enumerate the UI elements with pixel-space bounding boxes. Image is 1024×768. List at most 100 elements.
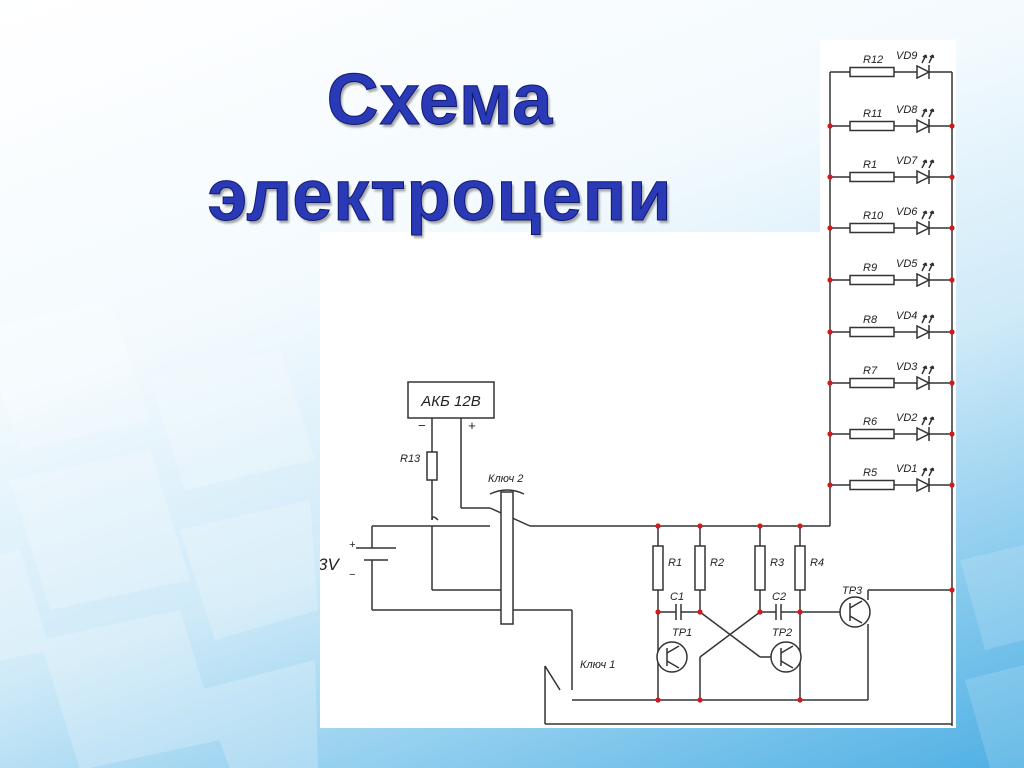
key1-label: Ключ 1: [580, 659, 615, 671]
resistor-label-R1: R1: [668, 557, 682, 569]
transistor-TP1-collector: [666, 645, 680, 654]
r13-label: R13: [400, 453, 421, 465]
battery-minus-label: −: [418, 418, 426, 433]
led-light-arrow: [928, 416, 935, 426]
junction-node: [827, 277, 833, 283]
slide-title-line2: электроцепи: [207, 156, 673, 236]
led-light-arrow: [928, 108, 935, 118]
resistor-label: R5: [863, 467, 878, 479]
led-light-arrow: [921, 467, 928, 477]
resistor-R6: [849, 428, 895, 440]
led-light-arrow: [921, 365, 928, 375]
resistor-R8: [849, 326, 895, 338]
led-light-arrow: [928, 54, 935, 64]
resistor-R1: [652, 545, 664, 591]
diode-label: VD9: [896, 50, 917, 62]
junction-node: [827, 431, 833, 437]
led-VD5: [916, 272, 931, 288]
resistor-label: R10: [863, 210, 884, 222]
diode-label: VD7: [896, 155, 918, 167]
junction-node: [697, 609, 703, 615]
junction-node: [655, 523, 661, 529]
resistor-R5: [849, 479, 895, 491]
diode-label: VD4: [896, 310, 917, 322]
transistor-TP3-collector: [849, 600, 863, 609]
led-light-arrow: [928, 210, 935, 220]
battery-box: [407, 381, 495, 419]
junction-node: [949, 380, 955, 386]
led-VD3: [916, 375, 931, 391]
led-light-arrow: [921, 314, 928, 324]
junction-node: [797, 609, 803, 615]
capacitor-C2-label: C2: [772, 591, 786, 603]
slide-title-line1: Схема: [326, 60, 554, 140]
junction-node: [827, 482, 833, 488]
transistor-TP3-emitter: [849, 615, 863, 624]
led-light-arrow: [928, 159, 935, 169]
source-minus-label: −: [349, 569, 356, 581]
led-VD6: [916, 220, 931, 236]
junction-node: [757, 523, 763, 529]
led-light-arrow: [921, 54, 928, 64]
junction-node: [827, 123, 833, 129]
led-VD7: [916, 169, 931, 185]
junction-node: [949, 225, 955, 231]
junction-node: [655, 697, 661, 703]
resistor-label: R7: [863, 365, 878, 377]
source-label: 3V: [320, 555, 340, 574]
transistor-TP1-label: TP1: [672, 627, 692, 639]
diode-label: VD2: [896, 412, 917, 424]
junction-node: [797, 697, 803, 703]
junction-node: [827, 380, 833, 386]
key2-cap: [489, 489, 525, 495]
resistor-R1: [849, 171, 895, 183]
junction-node: [697, 523, 703, 529]
led-VD8: [916, 118, 931, 134]
capacitor-C1-label: C1: [670, 591, 684, 603]
resistor-R13: [426, 451, 438, 481]
transistor-TP1-emitter: [666, 660, 680, 669]
wires: [371, 71, 953, 726]
junction-node: [827, 174, 833, 180]
battery-plus-label: +: [468, 418, 476, 433]
resistor-R10: [849, 222, 895, 234]
resistor-label: R6: [863, 416, 878, 428]
led-light-arrow: [928, 262, 935, 272]
led-light-arrow: [921, 210, 928, 220]
led-light-arrow: [921, 416, 928, 426]
resistor-label: R11: [863, 108, 882, 120]
junction-node: [655, 609, 661, 615]
resistor-R7: [849, 377, 895, 389]
led-light-arrow: [928, 314, 935, 324]
transistor-TP2-collector: [780, 645, 794, 654]
led-light-arrow: [928, 467, 935, 477]
resistor-R11: [849, 120, 895, 132]
transistor-TP3: [839, 596, 871, 628]
resistor-R12: [849, 66, 895, 78]
led-VD4: [916, 324, 931, 340]
transistor-TP2-emitter: [780, 660, 794, 669]
junction-node: [949, 123, 955, 129]
diode-label: VD6: [896, 206, 918, 218]
key2-switch: [500, 491, 514, 625]
junction-node: [949, 174, 955, 180]
led-light-arrow: [921, 159, 928, 169]
wire-crossing: [431, 516, 439, 521]
resistor-R4: [794, 545, 806, 591]
led-light-arrow: [921, 262, 928, 272]
resistor-label-R2: R2: [710, 557, 724, 569]
transistor-TP2-label: TP2: [772, 627, 792, 639]
source-plus-label: +: [349, 539, 356, 551]
junction-node: [949, 277, 955, 283]
diode-label: VD8: [896, 104, 918, 116]
junction-node: [757, 609, 763, 615]
junction-node: [827, 225, 833, 231]
transistor-TP2: [770, 641, 802, 673]
led-light-arrow: [921, 108, 928, 118]
components: [356, 54, 935, 691]
transistor-TP1: [656, 641, 688, 673]
key2-label: Ключ 2: [488, 473, 523, 485]
